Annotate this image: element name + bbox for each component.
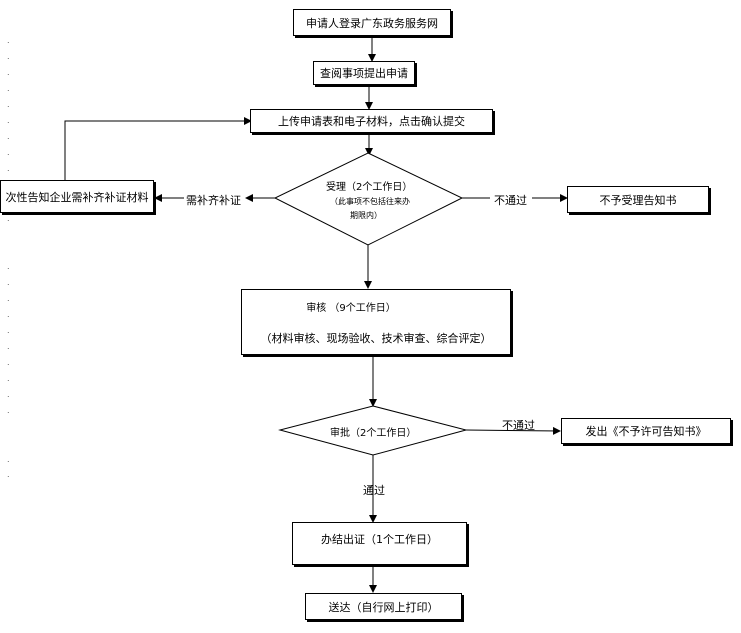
step-reject-accept: 不予受理告知书	[567, 186, 709, 213]
margin-mark: .	[7, 455, 10, 464]
step-review-detail: （材料审核、现场验收、技术审查、综合评定）	[260, 331, 492, 345]
label-fail-approve: 不通过	[502, 419, 535, 432]
step-review: 审核 （9个工作日） （材料审核、现场验收、技术审查、综合评定）	[241, 289, 511, 355]
step-review-title: 审核 （9个工作日）	[306, 302, 396, 314]
step-login: 申请人登录广东政务服务网	[293, 9, 451, 36]
margin-mark: .	[7, 390, 10, 399]
accept-note-2: 期限内）	[350, 211, 382, 220]
margin-mark: .	[7, 262, 10, 271]
approve-title: 审批（2个工作日）	[330, 428, 417, 439]
step-notify-supplement: 次性告知企业需补齐补证材料	[0, 180, 154, 213]
step-reject-permit-label: 发出《不予许可告知书》	[585, 425, 707, 438]
margin-mark: .	[7, 132, 10, 141]
margin-mark: .	[7, 470, 10, 479]
margin-mark: .	[7, 52, 10, 61]
margin-mark: .	[7, 214, 10, 223]
step-reject-permit: 发出《不予许可告知书》	[561, 418, 731, 444]
margin-mark: .	[7, 164, 10, 173]
step-deliver-label: 送达（自行网上打印）	[328, 600, 439, 614]
margin-mark: .	[7, 326, 10, 335]
margin-mark: .	[7, 406, 10, 415]
margin-mark: .	[7, 310, 10, 319]
margin-mark: .	[7, 84, 10, 93]
step-browse-apply-label: 查阅事项提出申请	[320, 67, 408, 80]
step-issue-cert-label: 办结出证（1个工作日）	[321, 532, 438, 546]
label-supplement: 需补齐补证	[186, 194, 241, 207]
step-notify-supplement-label: 次性告知企业需补齐补证材料	[5, 190, 149, 204]
margin-mark: .	[7, 100, 10, 109]
step-upload-submit: 上传申请表和电子材料，点击确认提交	[250, 109, 493, 133]
step-login-label: 申请人登录广东政务服务网	[306, 16, 438, 30]
accept-note-1: （此事项不包括往来办	[330, 197, 410, 206]
margin-mark: .	[7, 68, 10, 77]
margin-mark: .	[7, 342, 10, 351]
label-pass: 通过	[363, 484, 385, 497]
margin-mark: .	[7, 278, 10, 287]
step-browse-apply: 查阅事项提出申请	[313, 61, 415, 85]
margin-mark: .	[7, 374, 10, 383]
arrow-notify-back-to-upload	[64, 117, 252, 180]
margin-mark: .	[7, 36, 10, 45]
step-issue-cert: 办结出证（1个工作日）	[292, 522, 467, 565]
margin-mark: .	[7, 148, 10, 157]
step-reject-accept-label: 不予受理告知书	[599, 193, 677, 207]
margin-mark: .	[7, 294, 10, 303]
label-fail-accept: 不通过	[494, 194, 527, 207]
margin-mark: .	[7, 358, 10, 367]
step-deliver: 送达（自行网上打印）	[305, 593, 462, 620]
accept-title: 受理（2个工作日）	[326, 182, 413, 193]
step-upload-submit-label: 上传申请表和电子材料，点击确认提交	[278, 115, 465, 128]
arrow-approve-to-reject	[465, 426, 561, 435]
margin-mark: .	[7, 116, 10, 125]
